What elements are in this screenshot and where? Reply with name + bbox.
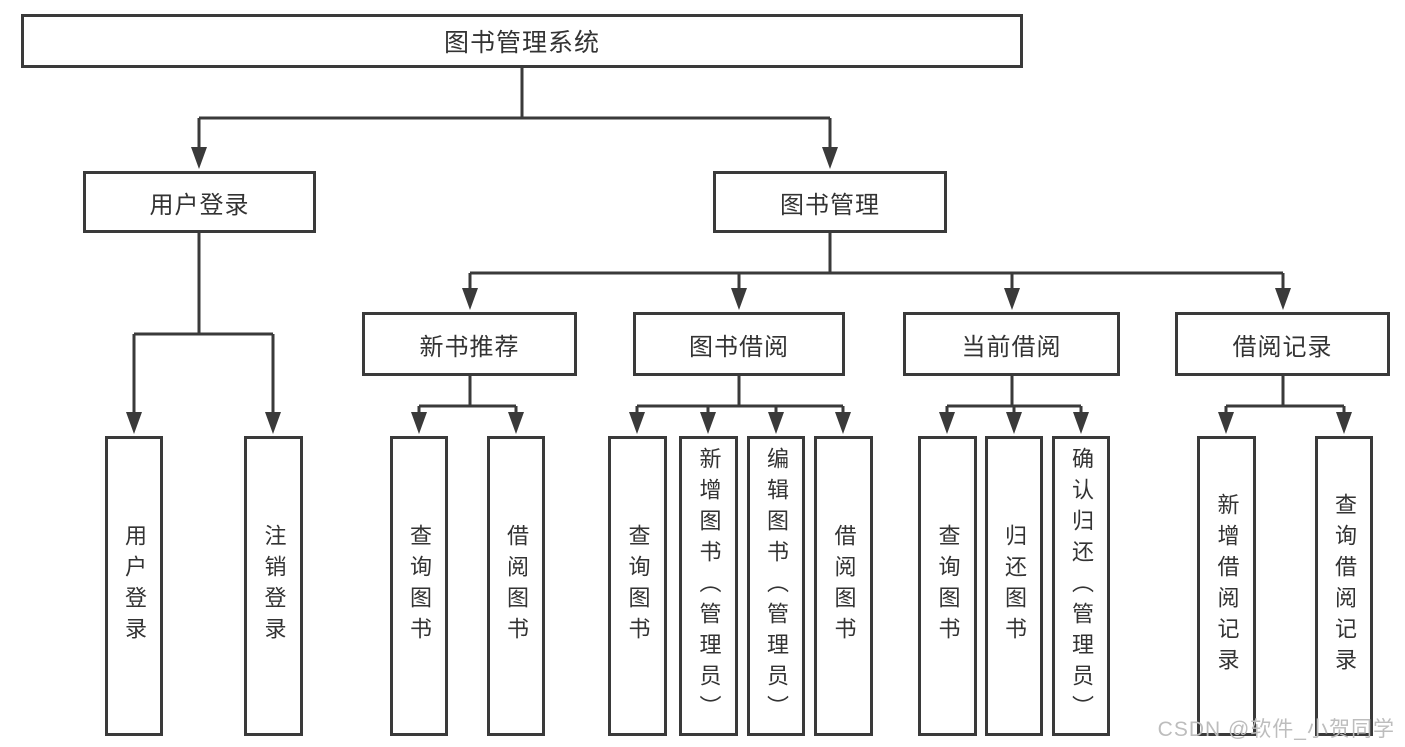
leaf-confirm-return-admin: 确认归还（管理员） — [1052, 436, 1110, 736]
arrowheads — [126, 147, 1352, 434]
leaf-logout: 注销登录 — [244, 436, 303, 736]
leaf-borrow-query-book-label: 查询图书 — [625, 524, 651, 648]
csdn-watermark: CSDN @软件_小贺同学 — [1157, 718, 1395, 741]
node-new-book-recommend: 新书推荐 — [362, 312, 577, 376]
leaf-newbook-query: 查询图书 — [390, 436, 448, 736]
leaf-logout-label: 注销登录 — [261, 524, 287, 648]
node-library-management-system: 图书管理系统 — [21, 14, 1023, 68]
node-book-borrow: 图书借阅 — [633, 312, 845, 376]
node-user-login: 用户登录 — [83, 171, 316, 233]
node-current-borrow: 当前借阅 — [903, 312, 1120, 376]
leaf-confirm-return-admin-label: 确认归还（管理员） — [1069, 446, 1094, 726]
leaf-edit-book-admin: 编辑图书（管理员） — [747, 436, 805, 736]
node-borrow-record: 借阅记录 — [1175, 312, 1390, 376]
leaf-borrow-book-label: 借阅图书 — [831, 524, 857, 648]
leaf-newbook-borrow: 借阅图书 — [487, 436, 545, 736]
leaf-add-book-admin-label: 新增图书（管理员） — [696, 446, 722, 726]
leaf-newbook-query-label: 查询图书 — [407, 524, 432, 648]
leaf-add-borrow-record-label: 新增借阅记录 — [1214, 493, 1240, 679]
node-book-management: 图书管理 — [713, 171, 947, 233]
leaf-query-borrow-record-label: 查询借阅记录 — [1332, 493, 1357, 679]
leaf-borrow-query-book: 查询图书 — [608, 436, 667, 736]
leaf-newbook-borrow-label: 借阅图书 — [504, 524, 529, 648]
leaf-return-book: 归还图书 — [985, 436, 1043, 736]
leaf-add-book-admin: 新增图书（管理员） — [679, 436, 738, 736]
leaf-edit-book-admin-label: 编辑图书（管理员） — [764, 446, 789, 726]
leaf-borrow-book: 借阅图书 — [814, 436, 873, 736]
leaf-current-query-book: 查询图书 — [918, 436, 977, 736]
leaf-return-book-label: 归还图书 — [1002, 524, 1027, 648]
leaf-current-query-book-label: 查询图书 — [935, 524, 961, 648]
leaf-add-borrow-record: 新增借阅记录 — [1197, 436, 1256, 736]
leaf-user-login-label: 用户登录 — [122, 524, 147, 648]
leaf-user-login: 用户登录 — [105, 436, 163, 736]
leaf-query-borrow-record: 查询借阅记录 — [1315, 436, 1373, 736]
